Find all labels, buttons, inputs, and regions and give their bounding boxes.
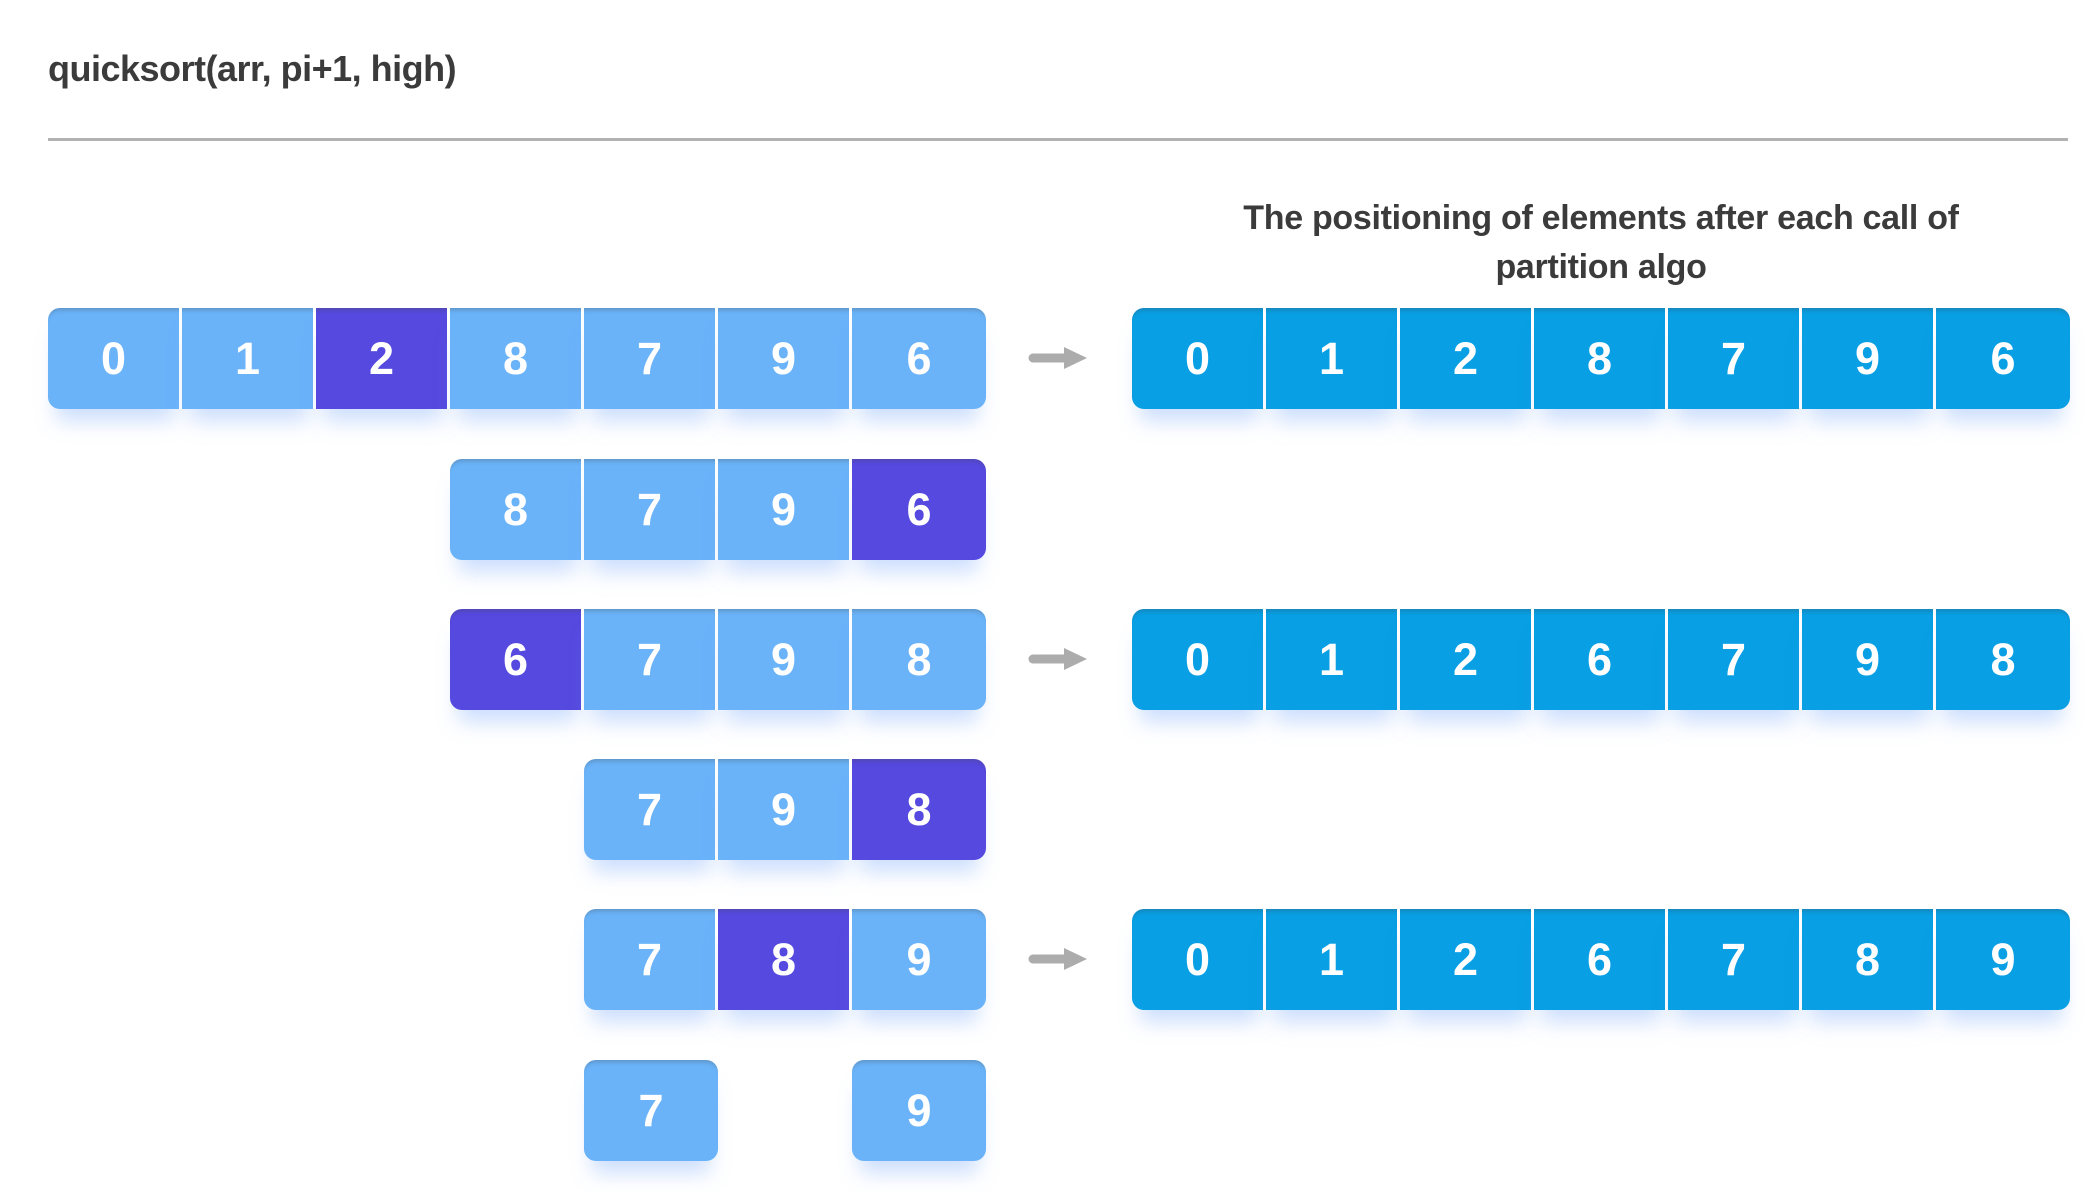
array-cell: 1 xyxy=(182,308,316,409)
array-cell: 8 xyxy=(450,308,584,409)
right-array-row-3: 0 1 2 6 7 8 9 xyxy=(1132,909,2070,1010)
array-cell: 2 xyxy=(1400,308,1534,409)
page-title: quicksort(arr, pi+1, high) xyxy=(48,48,457,89)
array-cell: 9 xyxy=(718,308,852,409)
left-array-row-6-cell-b: 9 xyxy=(852,1060,986,1161)
array-cell: 7 xyxy=(584,759,718,860)
left-array-row-2: 8 7 9 6 xyxy=(450,459,986,560)
array-cell: 7 xyxy=(584,609,718,710)
arrow-right-icon xyxy=(1028,946,1090,972)
array-cell: 7 xyxy=(584,308,718,409)
array-cell-pivot: 8 xyxy=(718,909,852,1010)
right-array-row-1: 0 1 2 8 7 9 6 xyxy=(1132,308,2070,409)
array-cell: 9 xyxy=(718,609,852,710)
arrow-right-icon xyxy=(1028,345,1090,371)
array-cell: 1 xyxy=(1266,609,1400,710)
array-cell: 7 xyxy=(584,1060,718,1161)
left-array-row-3: 6 7 9 8 xyxy=(450,609,986,710)
array-cell: 6 xyxy=(1534,909,1668,1010)
array-cell: 2 xyxy=(1400,609,1534,710)
array-cell: 9 xyxy=(718,459,852,560)
array-cell: 7 xyxy=(1668,308,1802,409)
right-panel-header: The positioning of elements after each c… xyxy=(1132,194,2070,292)
array-cell: 1 xyxy=(1266,909,1400,1010)
array-cell: 9 xyxy=(852,909,986,1010)
array-cell: 0 xyxy=(1132,308,1266,409)
array-cell: 9 xyxy=(718,759,852,860)
array-cell: 9 xyxy=(1936,909,2070,1010)
right-panel-header-line2: partition algo xyxy=(1495,248,1707,286)
array-cell: 8 xyxy=(852,609,986,710)
array-cell: 8 xyxy=(1534,308,1668,409)
divider-line xyxy=(48,138,2068,141)
array-cell: 0 xyxy=(1132,909,1266,1010)
array-cell-pivot: 2 xyxy=(316,308,450,409)
array-cell: 2 xyxy=(1400,909,1534,1010)
left-array-row-4: 7 9 8 xyxy=(584,759,986,860)
left-array-row-5: 7 8 9 xyxy=(584,909,986,1010)
array-cell: 9 xyxy=(1802,609,1936,710)
array-cell: 0 xyxy=(48,308,182,409)
array-cell: 1 xyxy=(1266,308,1400,409)
array-cell: 6 xyxy=(1936,308,2070,409)
left-array-row-6-cell-a: 7 xyxy=(584,1060,718,1161)
array-cell: 7 xyxy=(584,459,718,560)
array-cell: 8 xyxy=(1936,609,2070,710)
right-array-row-2: 0 1 2 6 7 9 8 xyxy=(1132,609,2070,710)
array-cell: 7 xyxy=(1668,909,1802,1010)
array-cell: 7 xyxy=(1668,609,1802,710)
array-cell: 7 xyxy=(584,909,718,1010)
array-cell-pivot: 8 xyxy=(852,759,986,860)
array-cell: 6 xyxy=(852,308,986,409)
array-cell: 9 xyxy=(1802,308,1936,409)
arrow-right-icon xyxy=(1028,646,1090,672)
array-cell: 9 xyxy=(852,1060,986,1161)
right-panel-header-line1: The positioning of elements after each c… xyxy=(1243,199,1959,237)
array-cell-pivot: 6 xyxy=(450,609,584,710)
array-cell: 8 xyxy=(450,459,584,560)
array-cell: 6 xyxy=(1534,609,1668,710)
array-cell: 0 xyxy=(1132,609,1266,710)
array-cell: 8 xyxy=(1802,909,1936,1010)
left-array-row-1: 0 1 2 8 7 9 6 xyxy=(48,308,986,409)
array-cell-pivot: 6 xyxy=(852,459,986,560)
